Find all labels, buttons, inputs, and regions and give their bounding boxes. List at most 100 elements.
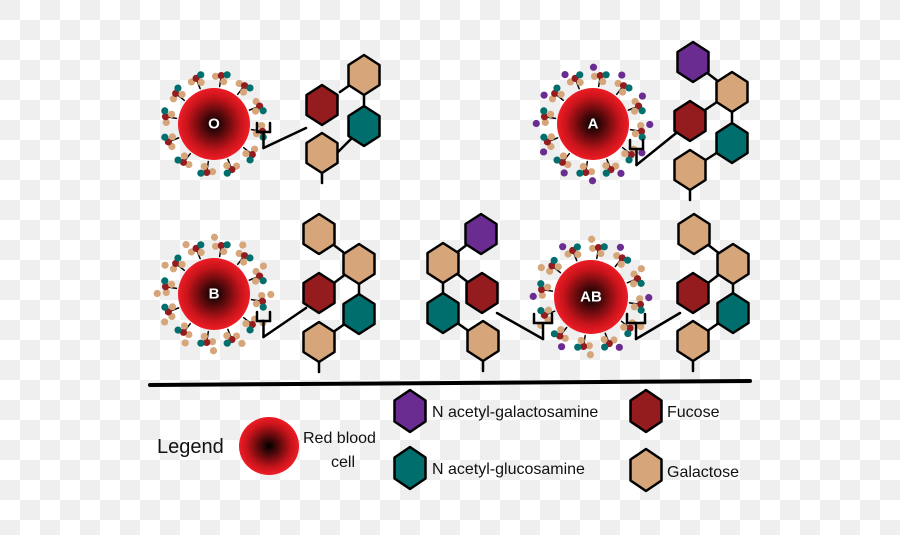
legend-swatch-galactose [629,447,663,493]
n-acetyl-galactosamine-dot [616,243,625,251]
n-acetyl-glucosamine-dot [223,339,231,347]
antigen-cluster [248,97,267,115]
galactose-dot [600,335,608,344]
fucose-dot [582,168,590,177]
n-acetyl-galactosamine-dot [589,63,598,71]
connector-line [635,128,682,167]
fucose-dot [548,262,556,270]
galactose-dot [602,161,610,170]
galactose-dot [239,88,248,96]
legend-title: Legend [157,436,224,458]
fucose-dot [240,252,249,260]
n-acetyl-galactosamine-dot [638,149,646,157]
galactose-dot [169,265,178,273]
galactose-dot [586,351,594,359]
structure-ab-left [426,212,500,373]
galactose-dot [239,258,248,266]
antigen-cluster [529,280,554,300]
galactose-dot [637,322,645,331]
galactose-hexagon [302,212,336,256]
n-acetyl-glucosamine-dot [259,277,267,285]
n-acetyl-galactosamine-dot [615,343,623,351]
galactose-hexagon [302,320,336,364]
galactose-dot [162,118,170,127]
galactose-hexagon [347,53,381,97]
galactose-dot [577,336,585,345]
fucose-dot [636,300,645,309]
red-blood-cell-a: A [532,63,654,185]
fucose-dot [172,89,180,98]
galactose-dot [259,262,268,270]
galactose-dot [251,277,260,285]
n-acetyl-galactosamine-dot [540,91,548,99]
galactose-hexagon [342,242,376,286]
n-acetyl-glucosamine-dot [259,107,267,115]
antigen-cluster [532,107,557,128]
connector-line [495,311,545,341]
galactose-dot [589,244,597,252]
n-acetyl-glucosamine-dot [174,254,182,262]
cell-body [557,88,629,160]
structures-layer [255,40,750,374]
galactose-dot [167,280,176,288]
structure-o [305,53,381,185]
galactose-dot [620,323,628,331]
antigen-cluster [182,240,205,260]
antigen-cluster [235,241,254,266]
galactose-dot [181,339,189,347]
galactose-dot [559,152,568,160]
n-acetyl-glucosamine-dot [174,84,182,92]
galactose-dot [235,79,243,88]
antigen-cluster [537,306,556,329]
n-acetyl-galactosamine-dot [560,169,568,177]
galactose-dot [637,265,645,273]
structure-a [673,40,749,202]
antigen-cluster [600,332,623,351]
galactose-dot [169,95,178,103]
red-blood-cell-ab: AB [529,235,653,359]
n-acetyl-glucosamine-dot [174,156,182,164]
galactose-dot [167,110,176,118]
galactose-dot [546,267,554,275]
galactose-dot [637,121,645,130]
galactose-dot [543,283,552,291]
fucose-hexagon [305,83,339,127]
n-acetyl-glucosamine-dot [602,71,610,79]
fucose-hexagon [673,99,707,143]
galactose-dot [161,261,169,269]
galactose-dot [242,149,250,158]
n-acetyl-glucosamine-dot [574,343,582,351]
n-acetyl-glucosamine-dot [197,169,205,177]
n-acetyl-glucosamine-dot [638,133,646,141]
galactose-dot [197,78,205,87]
galactose-dot [590,72,599,80]
galactose-dot [239,241,247,249]
n-acetyl-galactosamine-dot [617,169,625,178]
cell-label-ab: AB [580,289,602,306]
galactose-dot [599,77,607,86]
fucose-dot [203,338,211,347]
galactose-hexagon [426,241,460,285]
fucose-dot [217,241,225,250]
fucose-dot [179,328,188,336]
antigen-cluster [539,133,559,156]
fucose-dot [161,113,170,121]
n-acetyl-galactosamine-hexagon [464,212,498,256]
galactose-dot [242,319,250,328]
n-acetyl-glucosamine-dot [637,306,645,314]
galactose-hexagon [676,319,710,363]
antigen-cluster [160,303,180,326]
galactose-dot [197,248,205,257]
legend-label-fucose: Fucose [667,404,720,421]
galactose-dot [629,280,638,288]
antigen-cluster [614,71,633,96]
n-acetyl-galactosamine-dot [532,119,540,128]
fucose-dot [240,82,249,90]
galactose-dot [548,95,557,103]
n-acetyl-galactosamine-dot [557,343,566,351]
galactose-dot [267,290,275,299]
red-blood-cell-o: O [161,71,267,177]
fucose-dot [594,243,603,252]
n-acetyl-galactosamine-dot [588,177,597,185]
